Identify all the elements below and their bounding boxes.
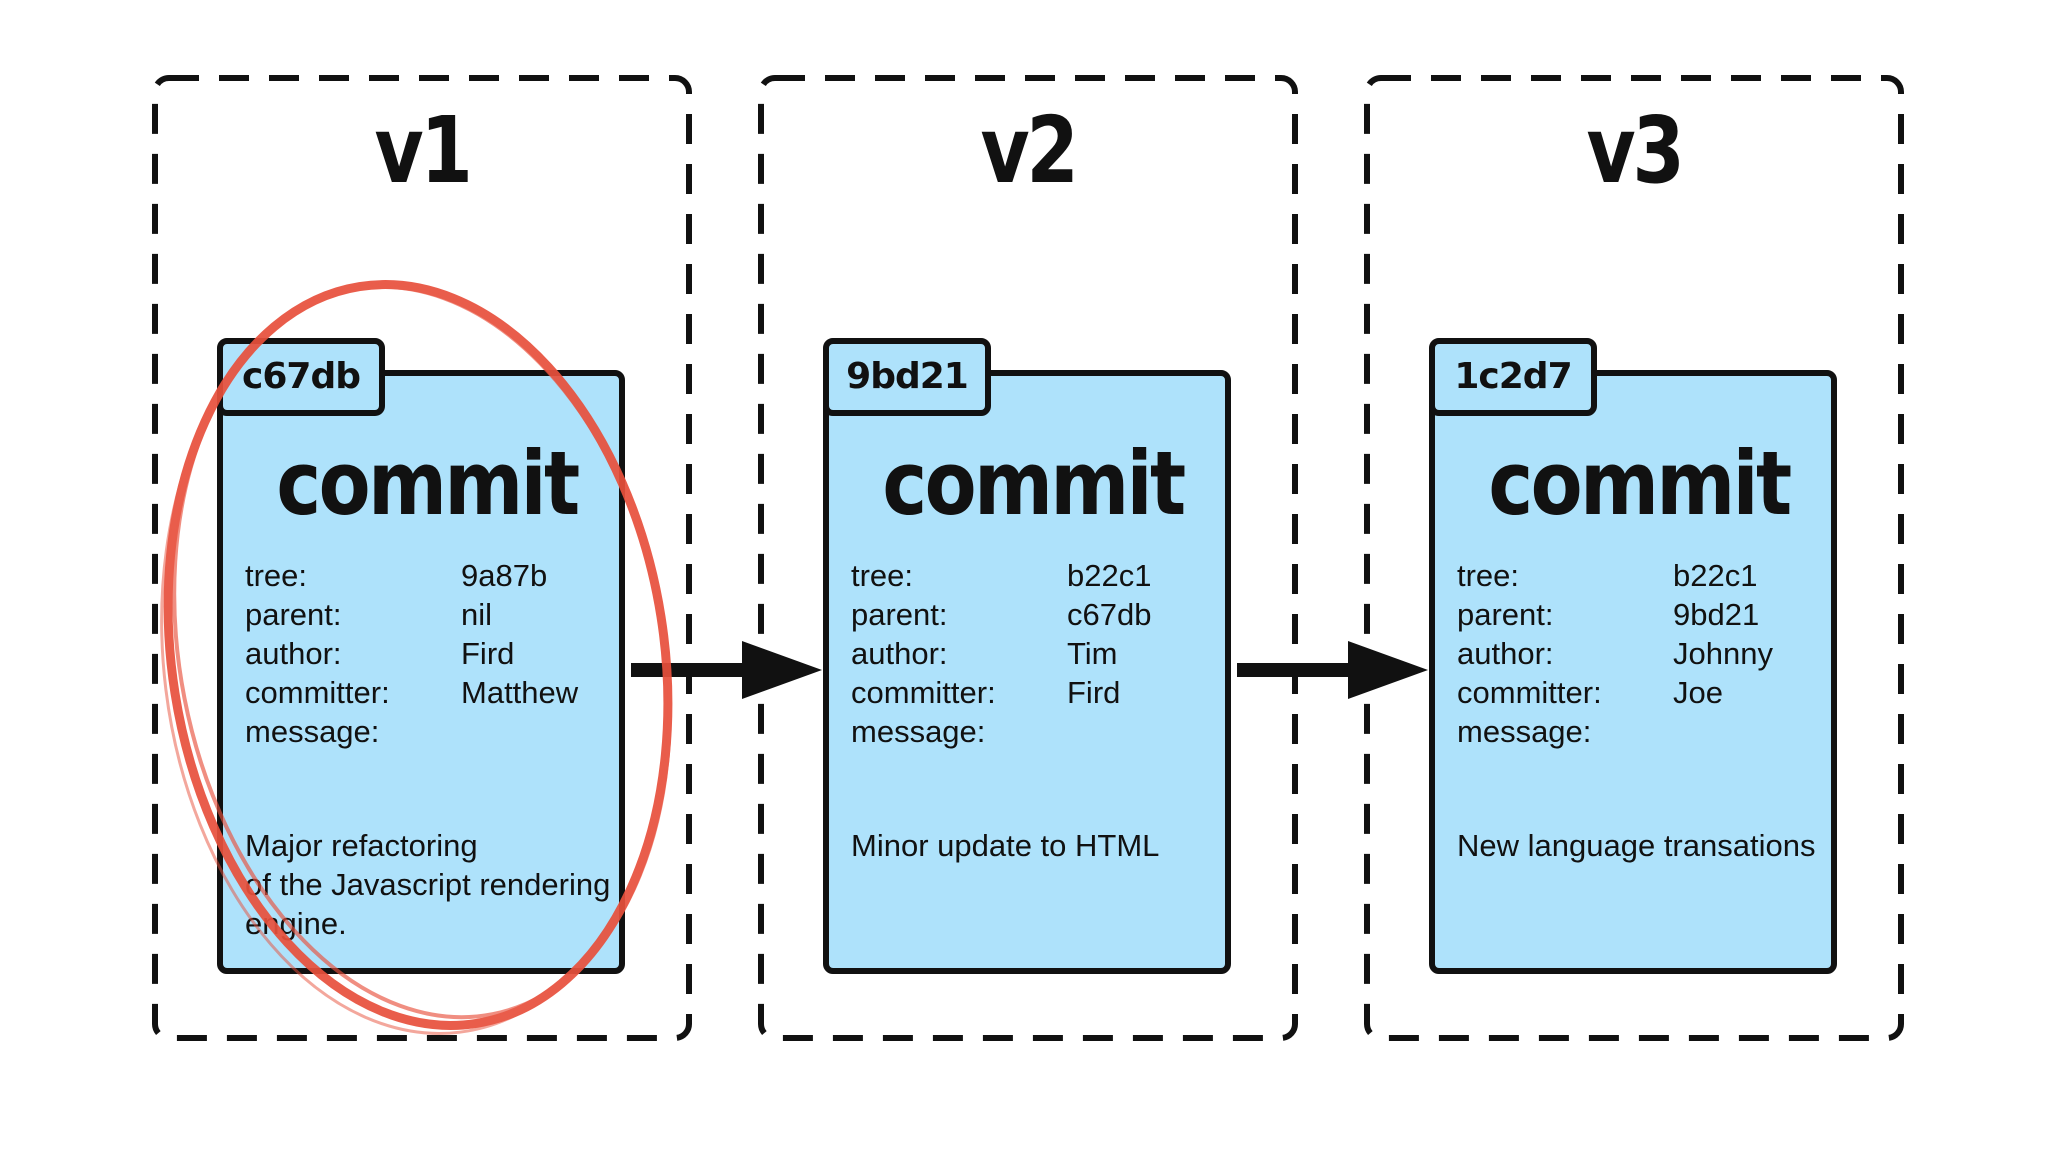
field-row-message: message: [245, 712, 631, 751]
field-row-author: author: Fird [245, 634, 631, 673]
commit-fields: tree: 9a87b parent: nil author: Fird commit… [245, 556, 631, 751]
field-key: message: [245, 714, 380, 749]
field-key: parent: [1457, 597, 1554, 632]
field-key: committer: [245, 675, 390, 710]
version-label-v3: v3 [1586, 97, 1684, 204]
field-key: author: [245, 636, 342, 671]
field-value: b22c1 [1067, 558, 1152, 593]
commit-title: commit [276, 432, 580, 535]
version-frame-v3 [1364, 75, 1904, 1041]
field-row-tree: tree: b22c1 [851, 556, 1237, 595]
field-row-author: author: Tim [851, 634, 1237, 673]
field-value: Joe [1673, 675, 1723, 710]
field-key: author: [851, 636, 948, 671]
field-value: Fird [461, 636, 515, 671]
field-row-parent: parent: 9bd21 [1457, 595, 1843, 634]
commit-body: commit tree: b22c1 parent: c67db author: Ti… [823, 370, 1231, 974]
field-value: Matthew [461, 675, 579, 710]
field-key: parent: [851, 597, 948, 632]
field-key: committer: [851, 675, 996, 710]
commit-fields: tree: b22c1 parent: 9bd21 author: Johnny co… [1457, 556, 1843, 751]
field-key: message: [851, 714, 986, 749]
field-value: c67db [1067, 597, 1152, 632]
field-row-committer: committer: Matthew [245, 673, 631, 712]
commit-message: Major refactoring of the Javascript rend… [245, 828, 611, 941]
field-row-committer: committer: Fird [851, 673, 1237, 712]
field-value [1673, 712, 1843, 751]
field-row-author: author: Johnny [1457, 634, 1843, 673]
commit-id-tab: 9bd21 [823, 338, 991, 416]
commit-body: commit tree: 9a87b parent: nil author: Fird… [217, 370, 625, 974]
commit-fields: tree: b22c1 parent: c67db author: Tim commi… [851, 556, 1237, 751]
field-value: Johnny [1673, 636, 1773, 671]
version-label-v2: v2 [980, 97, 1078, 204]
field-key: tree: [1457, 558, 1520, 593]
field-value: b22c1 [1673, 558, 1758, 593]
field-value: Tim [1067, 636, 1118, 671]
commit-title: commit [882, 432, 1186, 535]
field-value: 9bd21 [1673, 597, 1760, 632]
field-value [1067, 712, 1237, 751]
arrow-v2-to-v3 [1237, 641, 1428, 699]
field-value: 9a87b [461, 558, 548, 593]
field-key: author: [1457, 636, 1554, 671]
field-key: committer: [1457, 675, 1602, 710]
field-row-parent: parent: nil [245, 595, 631, 634]
field-key: tree: [245, 558, 308, 593]
field-row-tree: tree: b22c1 [1457, 556, 1843, 595]
field-row-tree: tree: 9a87b [245, 556, 631, 595]
field-row-committer: committer: Joe [1457, 673, 1843, 712]
field-key: tree: [851, 558, 914, 593]
field-key: message: [1457, 714, 1592, 749]
commit-id-tab: c67db [217, 338, 385, 416]
version-label-v1: v1 [374, 97, 472, 204]
version-frame-v1 [152, 75, 692, 1041]
version-frame-v2 [758, 75, 1298, 1041]
field-value [461, 712, 631, 751]
commit-body: commit tree: b22c1 parent: 9bd21 author: Jo… [1429, 370, 1837, 974]
field-row-message: message: [1457, 712, 1843, 751]
commit-title: commit [1488, 432, 1792, 535]
field-row-parent: parent: c67db [851, 595, 1237, 634]
commit-message: Minor update to HTML [851, 828, 1160, 863]
field-row-message: message: [851, 712, 1237, 751]
field-value: Fird [1067, 675, 1121, 710]
field-key: parent: [245, 597, 342, 632]
arrow-v1-to-v2 [631, 641, 822, 699]
field-value: nil [461, 597, 493, 632]
commit-id-tab: 1c2d7 [1429, 338, 1597, 416]
commit-message: New language transations [1457, 828, 1816, 863]
